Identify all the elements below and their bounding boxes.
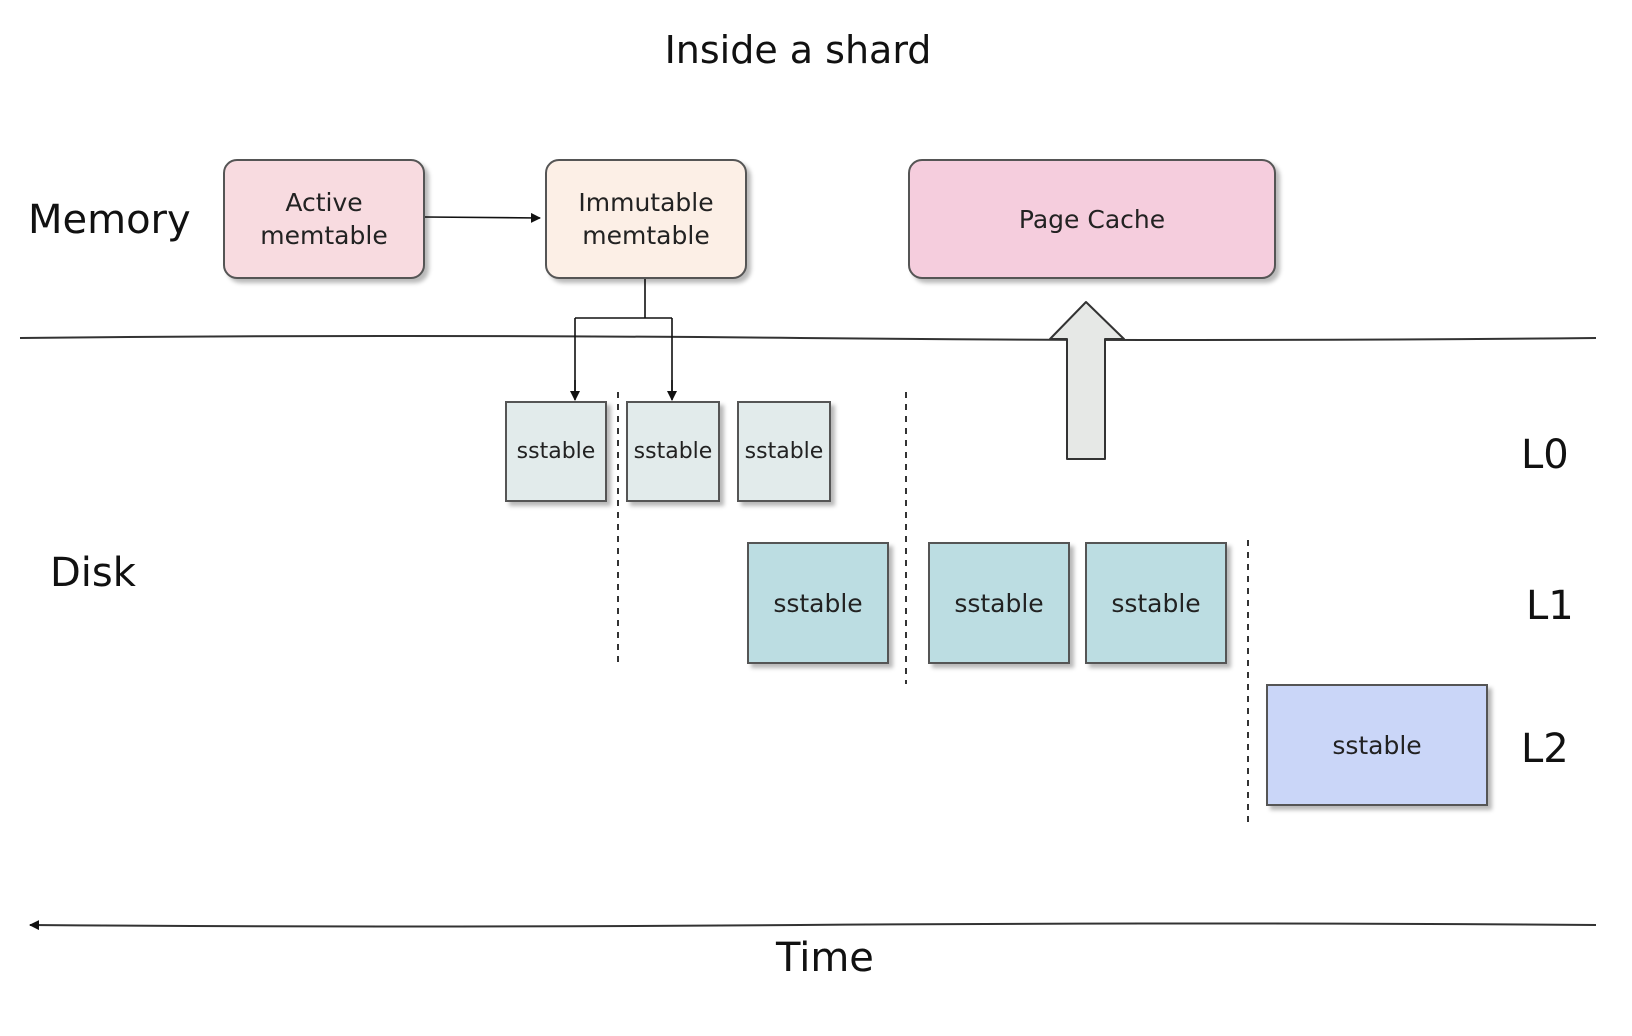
flush-connector — [574, 279, 673, 399]
active-memtable: Active memtable — [223, 159, 425, 279]
sstable-l1-2: sstable — [928, 542, 1070, 664]
disk-label: Disk — [50, 550, 136, 596]
time-axis — [29, 920, 1597, 931]
active-memtable-line2: memtable — [260, 221, 388, 250]
sstable-l1-3: sstable — [1085, 542, 1227, 664]
active-memtable-line1: Active — [285, 188, 363, 217]
time-axis-label: Time — [776, 935, 874, 981]
sstable-l0-2: sstable — [626, 401, 720, 502]
immutable-memtable: Immutable memtable — [545, 159, 747, 279]
page-cache: Page Cache — [908, 159, 1276, 279]
sstable-l0-1: sstable — [505, 401, 607, 502]
immutable-memtable-line1: Immutable — [578, 188, 714, 217]
immutable-memtable-line2: memtable — [582, 221, 710, 250]
level-label-l2: L2 — [1521, 726, 1569, 772]
load-to-page-cache-arrow — [1049, 301, 1125, 460]
level-label-l1: L1 — [1526, 583, 1574, 629]
diagram-title: Inside a shard — [664, 28, 932, 72]
sstable-l0-3: sstable — [737, 401, 831, 502]
memory-label: Memory — [28, 197, 191, 243]
sstable-l2-1: sstable — [1266, 684, 1488, 806]
sstable-l1-1: sstable — [747, 542, 889, 664]
level-label-l0: L0 — [1521, 432, 1569, 478]
memory-disk-divider — [19, 335, 1597, 341]
flush-arrow — [424, 212, 541, 223]
